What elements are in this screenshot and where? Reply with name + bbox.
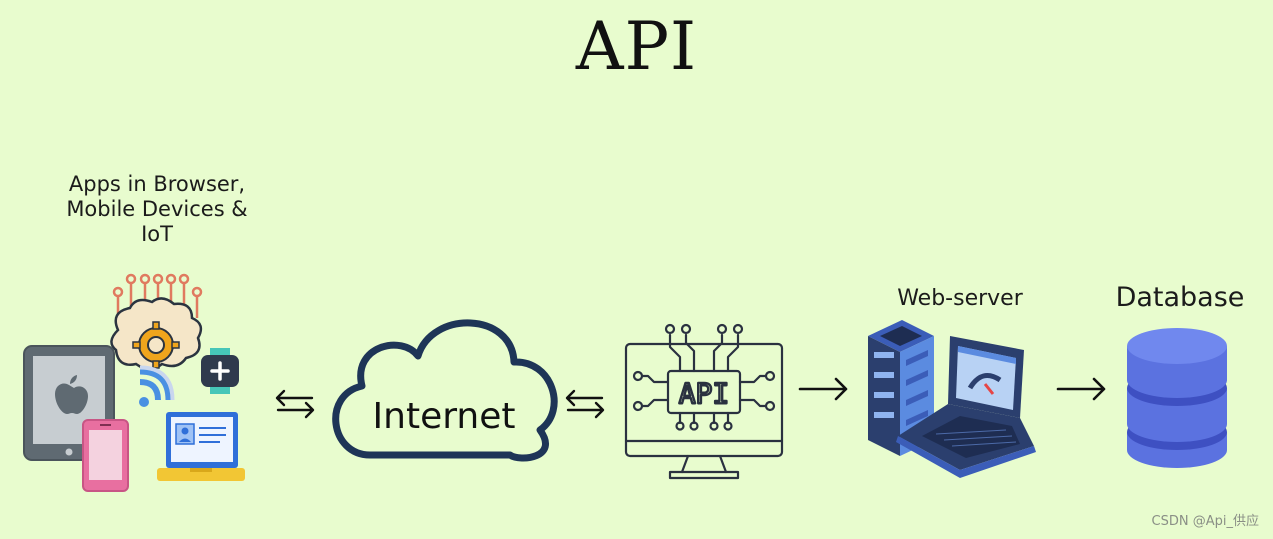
smartwatch-icon <box>201 348 239 394</box>
api-monitor-icon: API <box>624 323 784 480</box>
page-title: API <box>575 8 698 85</box>
brain-gear-icon <box>110 273 203 371</box>
client-devices-group <box>23 273 245 492</box>
api-chip-label: API <box>679 377 730 410</box>
mobile-phone-icon <box>82 419 129 492</box>
database-label: Database <box>1115 282 1245 313</box>
watermark: CSDN @Api_供应 <box>1151 514 1259 529</box>
web-server-icon <box>868 320 1036 478</box>
wireless-signal-icon <box>139 365 175 407</box>
internet-cloud-icon: Internet <box>332 319 558 462</box>
web-server-label: Web-server <box>897 286 1023 311</box>
right-arrow-icon <box>1056 377 1106 401</box>
database-icon <box>1127 328 1227 468</box>
bidirectional-arrow-icon <box>565 389 605 419</box>
bidirectional-arrow-icon <box>275 389 315 419</box>
internet-label: Internet <box>373 396 516 437</box>
clients-label: Apps in Browser, Mobile Devices & IoT <box>66 172 248 246</box>
right-arrow-icon <box>798 377 848 401</box>
laptop-icon <box>157 412 245 481</box>
